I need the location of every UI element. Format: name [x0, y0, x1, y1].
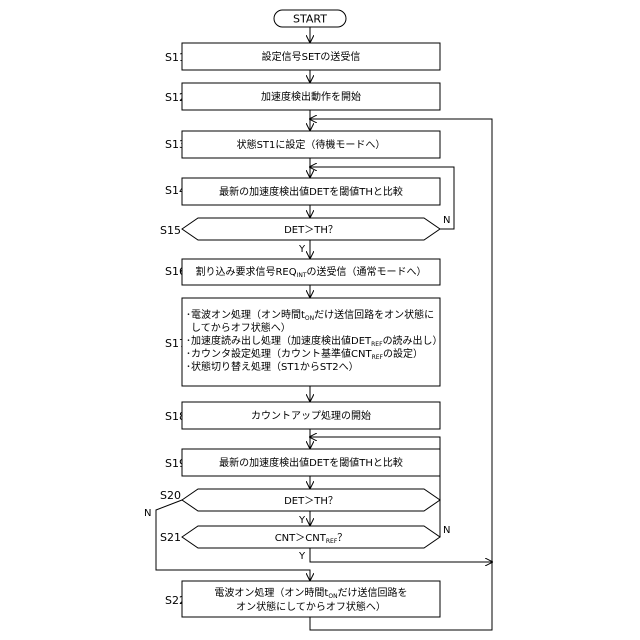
s21-yes-path — [310, 548, 492, 562]
step-s12-text: 加速度検出動作を開始 — [261, 90, 361, 103]
step-label-s21: S21 — [160, 531, 181, 544]
step-s22-line1: 電波オン処理（オン時間tONだけ送信回路を — [214, 586, 407, 600]
decision-s20-no: N — [144, 508, 151, 519]
step-label-s15: S15 — [160, 224, 181, 237]
decision-s20-text: DET＞TH？ — [284, 496, 338, 507]
step-s14-text: 最新の加速度検出値DETを閾値THと比較 — [219, 185, 403, 198]
start-label: START — [293, 13, 327, 26]
step-s16-text: 割り込み要求信号REQINTの送受信（通常モードへ） — [195, 265, 426, 279]
step-s18-text: カウントアップ処理の開始 — [251, 409, 371, 422]
decision-s21-yes: Y — [298, 551, 306, 562]
decision-s15-yes: Y — [298, 244, 306, 255]
step-s17-line4: ･カウンタ設定処理（カウント基準値CNTREFの設定） — [186, 347, 423, 361]
step-label-s20: S20 — [160, 489, 181, 502]
step-s11-text: 設定信号SETの送受信 — [262, 50, 361, 63]
decision-s15-no: N — [443, 215, 450, 226]
step-s17-line5: ･状態切り替え処理（ST1からST2へ） — [186, 360, 359, 373]
decision-s15-text: DET＞TH？ — [284, 225, 338, 236]
step-s17-line2: してからオフ状態へ） — [191, 321, 291, 334]
step-s17-line3: ･加速度読み出し処理（加速度検出値DETREFの読み出し） — [186, 334, 443, 348]
decision-s20-yes: Y — [298, 515, 306, 526]
step-s22-line2: オン状態にしてからオフ状態へ） — [236, 600, 386, 613]
decision-s21-no: N — [443, 525, 450, 536]
decision-s21-text: CNT＞CNTREF？ — [275, 533, 348, 545]
step-s19-text: 最新の加速度検出値DETを閾値THと比較 — [219, 456, 403, 469]
step-s13-text: 状態ST1に設定（待機モードへ） — [237, 138, 386, 151]
